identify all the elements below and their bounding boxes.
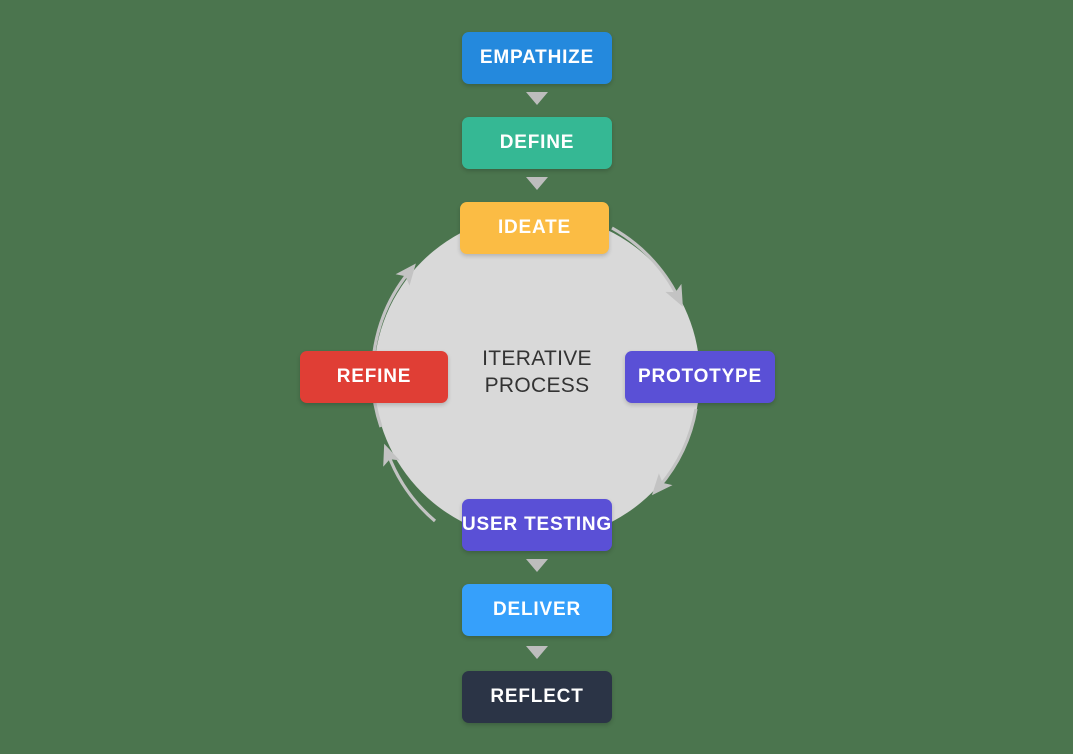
connector-deliver-to-reflect xyxy=(526,646,548,659)
node-empathize[interactable]: EMPATHIZE xyxy=(462,32,612,84)
node-prototype[interactable]: PROTOTYPE xyxy=(625,351,775,403)
node-prototype-label: PROTOTYPE xyxy=(637,366,763,387)
node-deliver-label: DELIVER xyxy=(493,599,581,620)
node-refine-label: REFINE xyxy=(336,366,412,387)
connector-empathize-to-define xyxy=(526,92,548,105)
iterative-process-label: ITERATIVE PROCESS xyxy=(437,345,637,399)
node-ideate-label: IDEATE xyxy=(497,217,572,238)
node-user-testing[interactable]: USER TESTING xyxy=(462,499,612,551)
node-refine[interactable]: REFINE xyxy=(300,351,448,403)
node-ideate[interactable]: IDEATE xyxy=(460,202,609,254)
node-reflect-label: REFLECT xyxy=(490,686,584,707)
iterative-process-line2: PROCESS xyxy=(484,374,590,397)
node-user-testing-label: USER TESTING xyxy=(462,514,613,535)
iterative-process-line1: ITERATIVE xyxy=(482,347,592,370)
node-empathize-label: EMPATHIZE xyxy=(479,47,595,68)
connector-usertesting-to-deliver xyxy=(526,559,548,572)
node-reflect[interactable]: REFLECT xyxy=(462,671,612,723)
node-deliver[interactable]: DELIVER xyxy=(462,584,612,636)
node-define-label: DEFINE xyxy=(499,132,575,153)
connector-define-to-ideate xyxy=(526,177,548,190)
node-define[interactable]: DEFINE xyxy=(462,117,612,169)
